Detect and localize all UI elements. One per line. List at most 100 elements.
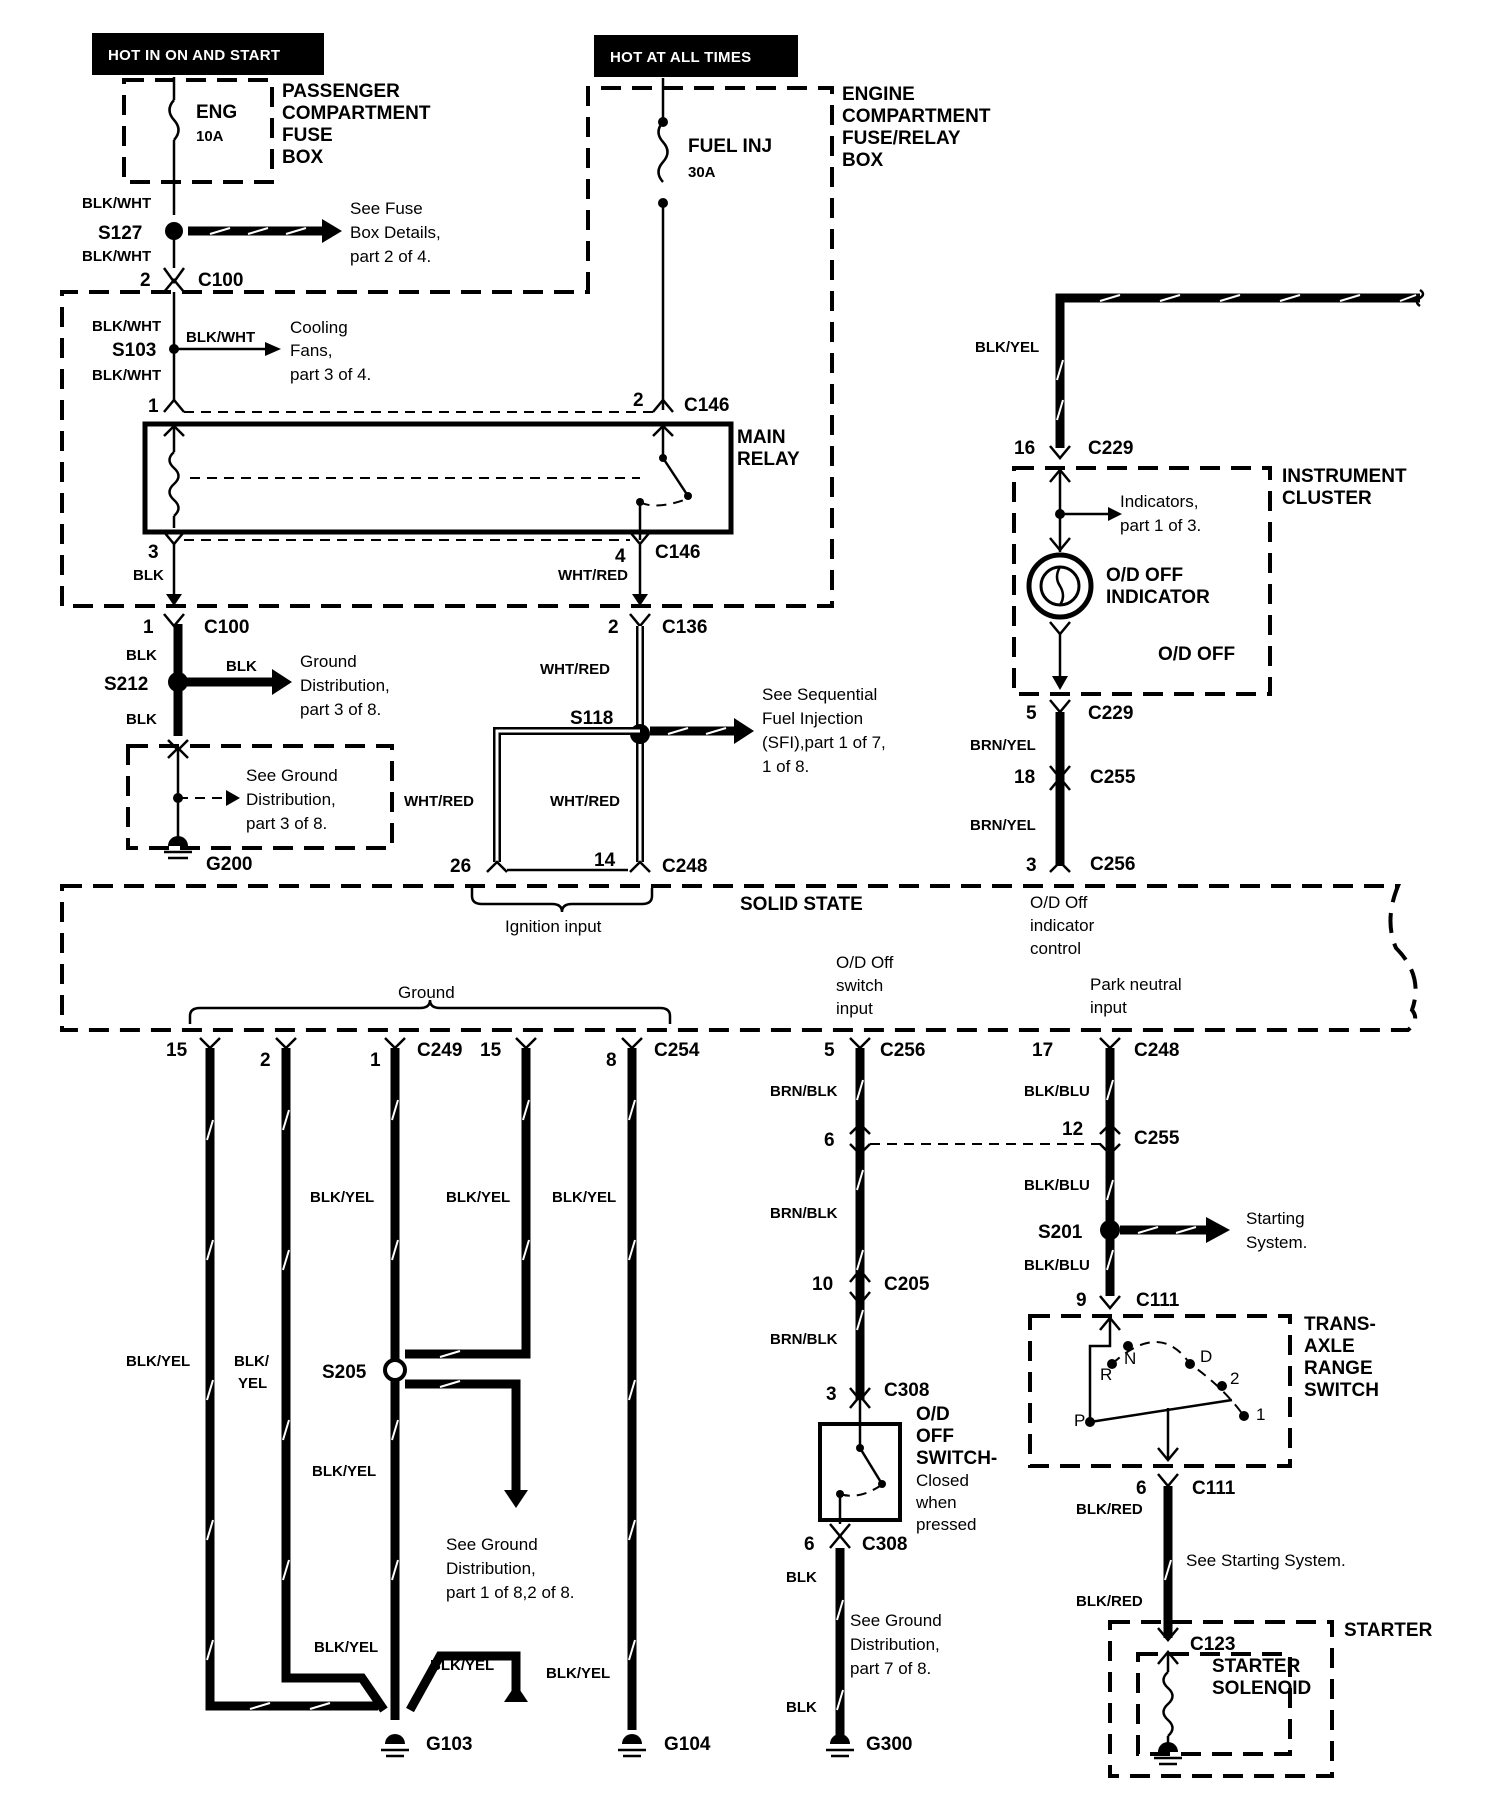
label-line: BOX	[842, 150, 884, 171]
wire-color-label: BLK/YEL	[312, 1463, 376, 1480]
note-line: Indicators,	[1120, 492, 1198, 511]
wire-color-label: BLK/YEL	[430, 1657, 494, 1674]
input-label: Ignition input	[505, 917, 602, 936]
connector-label: C229	[1088, 438, 1133, 459]
note-line: See Fuse	[350, 199, 423, 218]
transaxle-range-switch-outline	[1028, 1314, 1292, 1468]
input-label: control	[1030, 939, 1081, 958]
note-line: See Ground	[246, 766, 338, 785]
connector-label: C248	[662, 856, 707, 877]
wire-color-label: BLK/BLU	[1024, 1083, 1090, 1100]
fuse-name: FUEL INJ	[688, 136, 772, 157]
input-label: switch	[836, 976, 883, 995]
module-label: SOLID STATE	[740, 894, 863, 915]
ground-label: G103	[426, 1734, 472, 1755]
input-label: input	[1090, 998, 1127, 1017]
starter-outline	[1108, 1620, 1334, 1778]
note-line: part 2 of 4.	[350, 247, 431, 266]
switch-position: 1	[1256, 1405, 1265, 1424]
component-label: AXLE	[1304, 1336, 1355, 1357]
ground-box-outline	[126, 744, 394, 850]
ground-symbol-g200	[164, 836, 192, 860]
note-line: System.	[1246, 1233, 1307, 1252]
wire-color-label: WHT/RED	[404, 793, 474, 810]
splice-label: S127	[98, 223, 142, 244]
wire-color-label: BLK	[226, 658, 257, 675]
switch-position: R	[1100, 1365, 1112, 1384]
pin-number: 3	[148, 542, 159, 563]
ground-label: G104	[664, 1734, 711, 1755]
note-line: Distribution,	[300, 676, 390, 695]
label-line: BOX	[282, 147, 324, 168]
wire-color-label: BLK/WHT	[92, 318, 161, 335]
ground-label: G200	[206, 854, 252, 875]
relay-label: MAIN	[737, 427, 786, 448]
note-line: Fuel Injection	[762, 709, 863, 728]
solid-state-module-outline	[60, 884, 1418, 1032]
splice-label: S205	[322, 1362, 367, 1383]
connector-label: C111	[1136, 1290, 1180, 1311]
switch-position: D	[1200, 1347, 1212, 1366]
note-line: 1 of 8.	[762, 757, 809, 776]
fuel-inj-fuse: FUEL INJ 30A	[657, 78, 772, 410]
note-line: part 3 of 8.	[246, 814, 327, 833]
wire-color-label: BLK/WHT	[92, 367, 161, 384]
pin-number: 6	[804, 1534, 815, 1555]
wire-color-label: WHT/RED	[558, 567, 628, 584]
splice-s205	[383, 1358, 407, 1382]
wire-color-label: BLK	[786, 1699, 817, 1716]
component-label: INSTRUMENT	[1282, 466, 1407, 487]
component-label: SWITCH-	[916, 1448, 997, 1469]
pin-number: 1	[143, 617, 154, 638]
switch-position: P	[1074, 1411, 1085, 1430]
wire-color-label: BRN/YEL	[970, 737, 1036, 754]
wire-color-label: BRN/YEL	[970, 817, 1036, 834]
connector-label: C256	[880, 1040, 925, 1061]
wire-color-label: BLK/WHT	[82, 195, 151, 212]
pin-number: 4	[615, 546, 626, 567]
wire-color-label: BRN/BLK	[770, 1331, 838, 1348]
connector-label: C205	[884, 1274, 930, 1295]
component-label: SWITCH	[1304, 1380, 1379, 1401]
fuse-rating: 10A	[196, 128, 224, 145]
pin-number: 5	[1026, 703, 1037, 724]
wire-color-label: BLK/RED	[1076, 1501, 1143, 1518]
splice-label: S118	[570, 708, 613, 729]
note-line: Cooling	[290, 318, 348, 337]
connector-label: C256	[1090, 854, 1135, 875]
main-relay	[142, 421, 734, 535]
switch-position: N	[1124, 1349, 1136, 1368]
label-line: ENGINE	[842, 84, 915, 105]
switch-position: 2	[1230, 1369, 1239, 1388]
component-label: INDICATOR	[1106, 587, 1210, 608]
note-line: part 3 of 8.	[300, 700, 381, 719]
wire-color-label: BLK/YEL	[446, 1189, 510, 1206]
wire-color-label: BLK/YEL	[310, 1189, 374, 1206]
wire-color-label: BLK	[126, 647, 157, 664]
input-label: indicator	[1030, 916, 1095, 935]
wire-color-label: WHT/RED	[550, 793, 620, 810]
note-line: part 3 of 4.	[290, 365, 371, 384]
wire-color-label: BRN/BLK	[770, 1205, 838, 1222]
input-label: Ground	[398, 983, 455, 1002]
note-line: Distribution,	[446, 1559, 536, 1578]
pin-number: 2	[260, 1050, 271, 1071]
connector-label: C111	[1192, 1478, 1236, 1499]
pin-number: 6	[1136, 1478, 1147, 1499]
input-label: Park neutral	[1090, 975, 1182, 994]
splice-label: S103	[112, 340, 156, 361]
starter-solenoid-outline	[1136, 1652, 1292, 1756]
wire-color-label: BLK/YEL	[126, 1353, 190, 1370]
pin-number: 2	[140, 270, 151, 291]
component-label: when	[915, 1493, 957, 1512]
wire-color-label: BLK	[786, 1569, 817, 1586]
engine-fuse-box-outline	[60, 86, 834, 608]
note-line: See Starting System.	[1186, 1551, 1346, 1570]
component-label: pressed	[916, 1515, 976, 1534]
connector-label: C100	[204, 617, 249, 638]
ground-symbol-g104	[618, 1734, 646, 1758]
wire-color-label: BLK/RED	[1076, 1593, 1143, 1610]
wire-color-label: BLK/YEL	[546, 1665, 610, 1682]
connector-label: C123	[1190, 1634, 1235, 1655]
note-line: Ground	[300, 652, 357, 671]
